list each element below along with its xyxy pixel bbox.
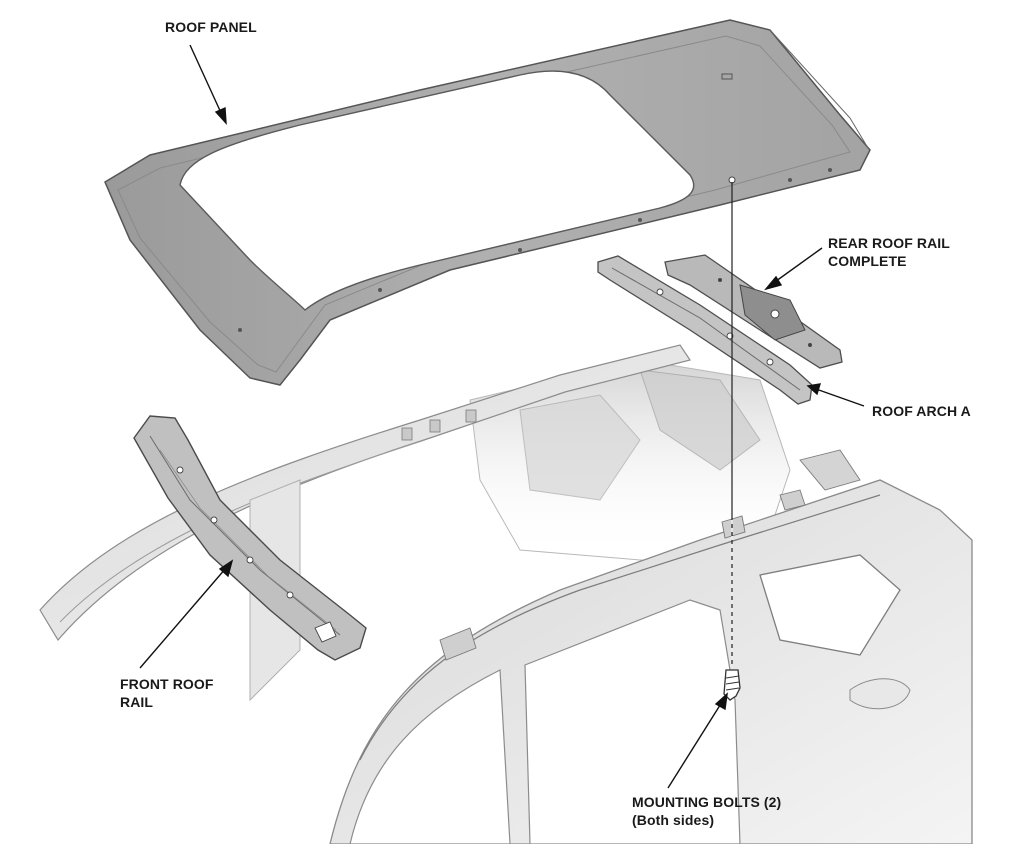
- label-rear-roof-rail-line1: REAR ROOF RAIL: [828, 235, 950, 251]
- body-structure: [39, 344, 973, 844]
- label-roof-panel-text: ROOF PANEL: [165, 19, 257, 35]
- rear-roof-rail: [664, 254, 843, 369]
- label-rear-roof-rail: REAR ROOF RAIL COMPLETE: [828, 234, 950, 270]
- arrow-rear-roof-rail: [771, 247, 823, 285]
- label-mounting-bolts: MOUNTING BOLTS (2) (Both sides): [632, 793, 781, 829]
- label-front-roof-rail-line1: FRONT ROOF: [120, 676, 214, 692]
- front-roof-rail: [133, 415, 367, 661]
- label-roof-arch-a-text: ROOF ARCH A: [872, 403, 971, 419]
- leader-arrows: [139, 44, 865, 789]
- label-roof-arch-a: ROOF ARCH A: [872, 402, 971, 420]
- label-mounting-bolts-line2: (Both sides): [632, 812, 715, 828]
- roof-arch-a: [597, 255, 813, 405]
- label-rear-roof-rail-line2: COMPLETE: [828, 253, 907, 269]
- arrow-front-roof-rail: [139, 567, 227, 669]
- label-front-roof-rail-line2: RAIL: [120, 694, 154, 710]
- arrow-roof-arch-a: [815, 388, 865, 407]
- arrow-mounting-bolts: [667, 701, 723, 789]
- mounting-bolt: [723, 182, 741, 701]
- label-front-roof-rail: FRONT ROOF RAIL: [120, 675, 214, 711]
- arrow-roof-panel: [189, 44, 223, 116]
- label-roof-panel: ROOF PANEL: [165, 18, 257, 36]
- label-mounting-bolts-line1: MOUNTING BOLTS (2): [632, 794, 782, 810]
- roof-panel: [104, 19, 871, 386]
